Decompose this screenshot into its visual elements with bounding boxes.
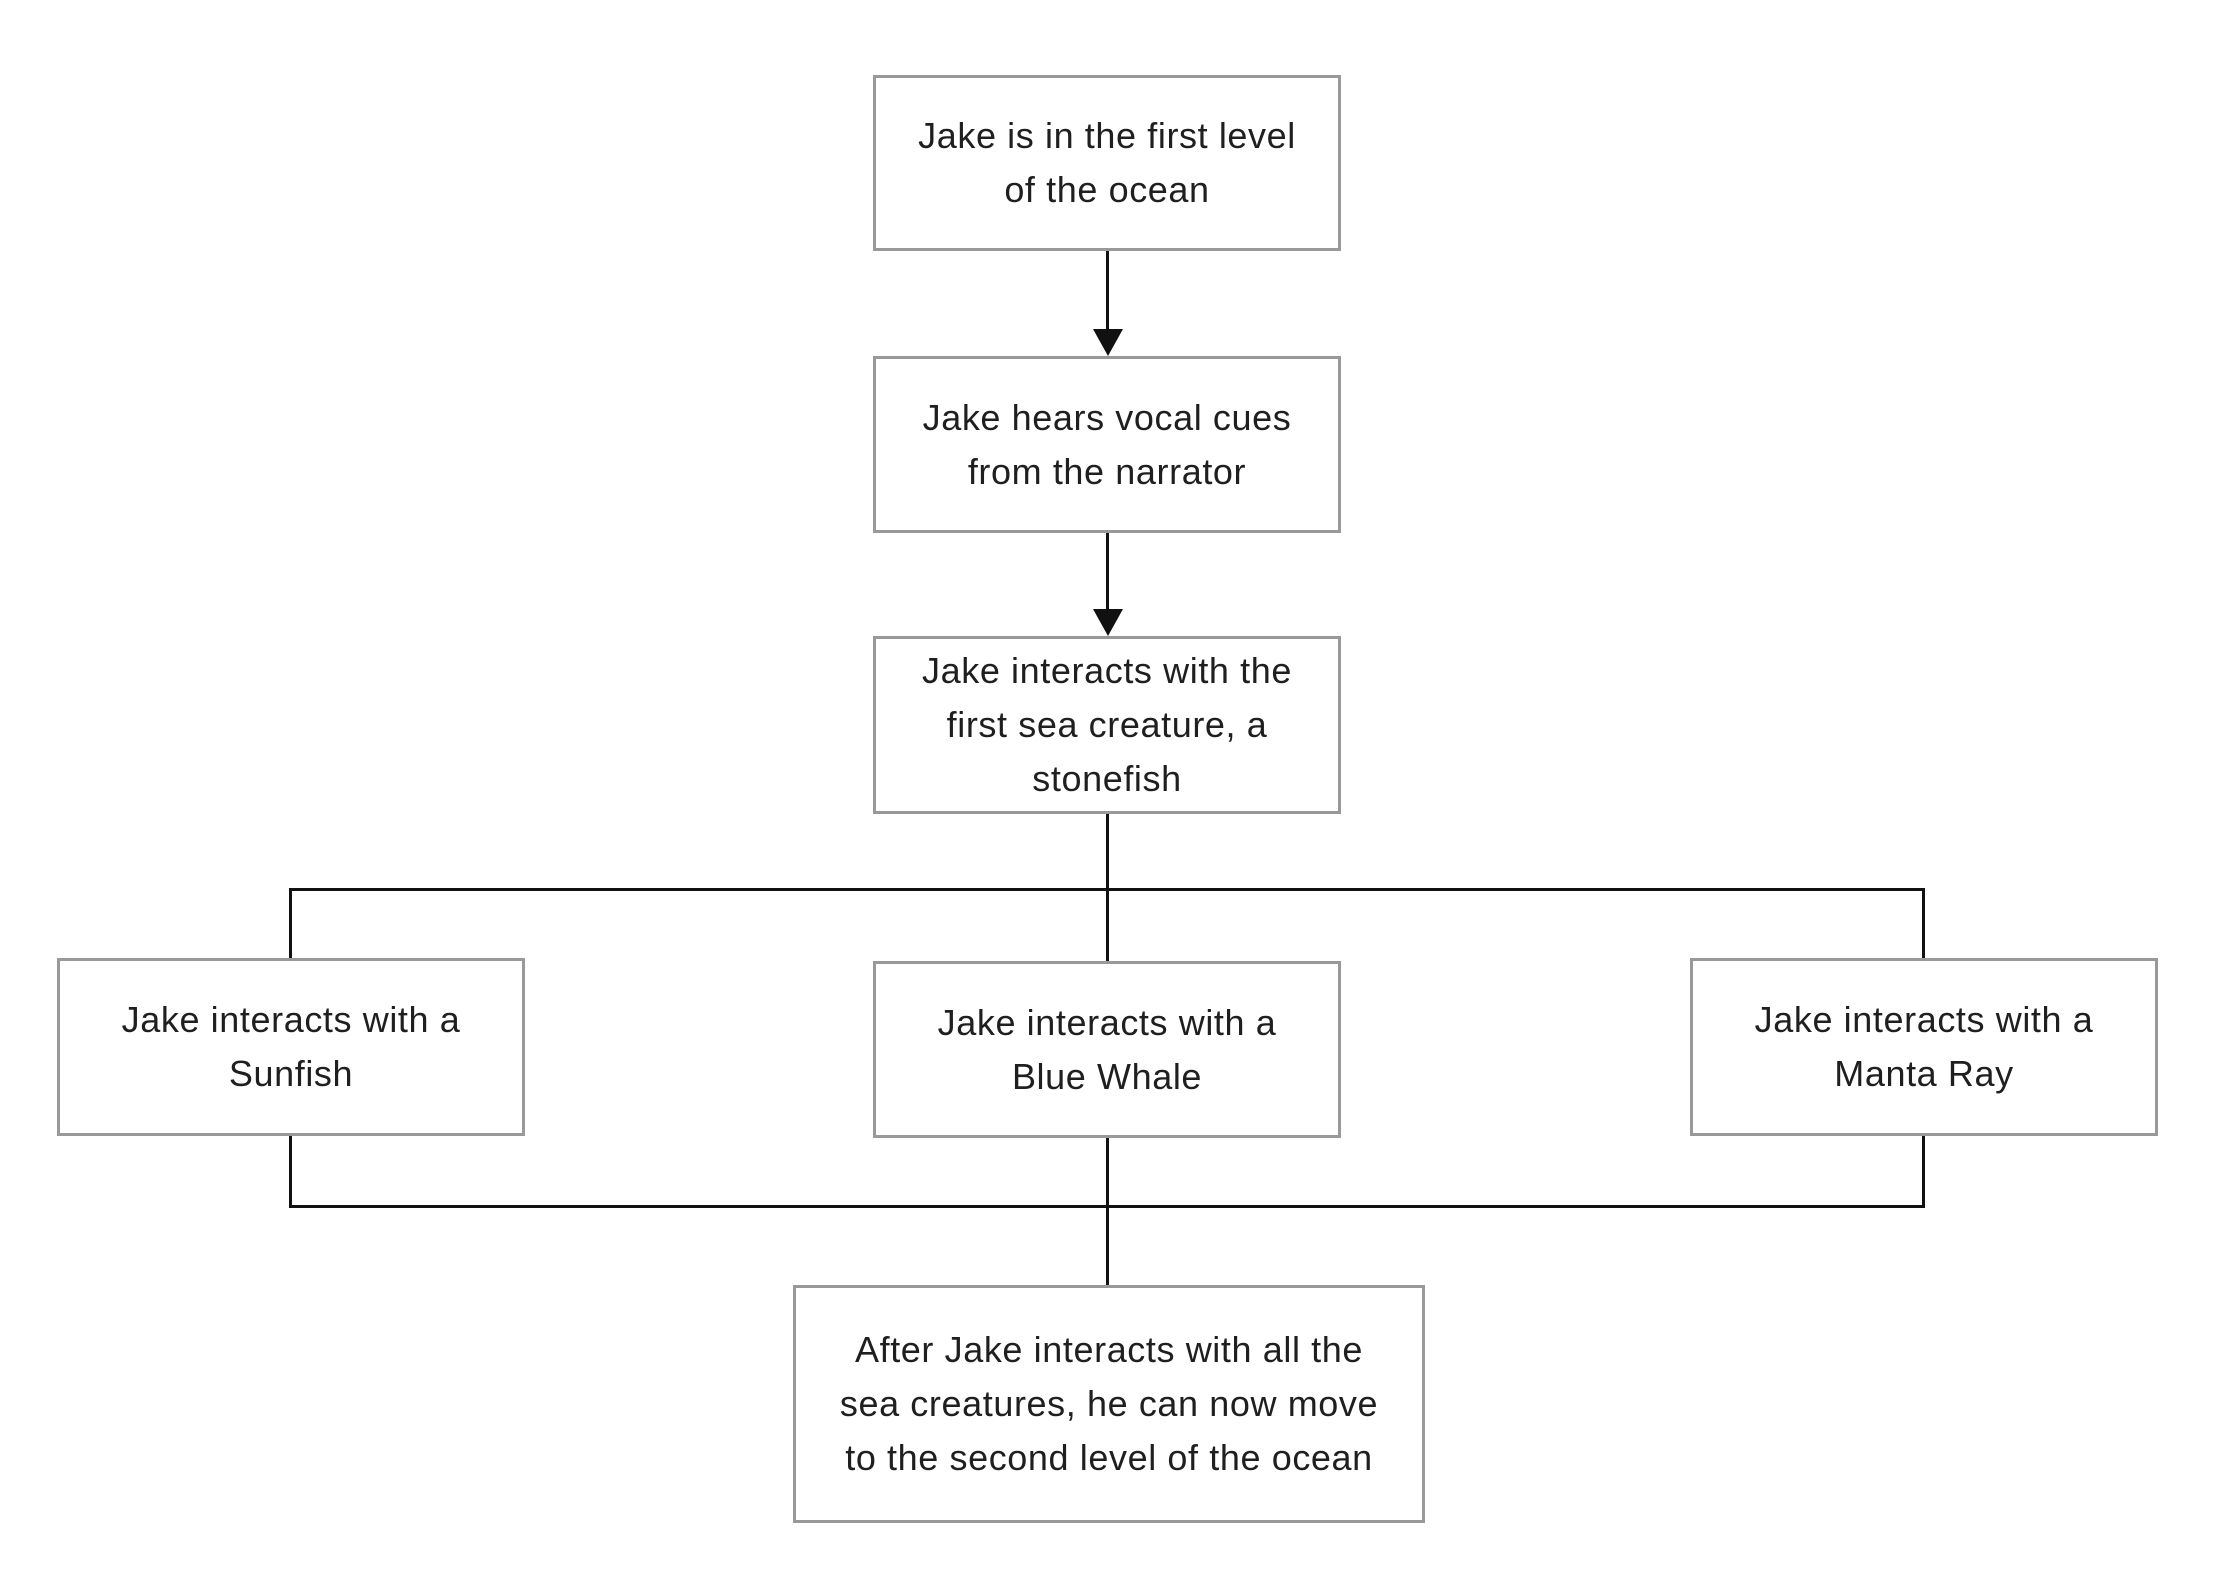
edge-level1-narrator-arrowhead-icon: [1093, 329, 1123, 356]
node-vocal-cues-label: Jake hears vocal cues from the narrator: [922, 396, 1292, 492]
node-blue-whale: Jake interacts with a Blue Whale: [873, 961, 1341, 1138]
edge-level1-narrator-line: [1106, 251, 1109, 333]
node-second-level-label: After Jake interacts with all the sea cr…: [839, 1329, 1379, 1478]
edge-manta-ray-merge-line: [1922, 1134, 1925, 1208]
node-stonefish: Jake interacts with the first sea creatu…: [873, 636, 1341, 814]
node-blue-whale-label: Jake interacts with a Blue Whale: [937, 1001, 1277, 1097]
node-manta-ray-label: Jake interacts with a Manta Ray: [1754, 999, 2094, 1094]
edge-rail-blue-whale-line: [1106, 888, 1109, 963]
node-manta-ray: Jake interacts with a Manta Ray: [1690, 958, 2158, 1136]
edge-blue-whale-merge-line: [1106, 1136, 1109, 1208]
node-vocal-cues: Jake hears vocal cues from the narrator: [873, 356, 1341, 533]
node-first-level: Jake is in the first level of the ocean: [873, 75, 1341, 251]
edge-merge-second-level-line: [1106, 1205, 1109, 1287]
node-sunfish-label: Jake interacts with a Sunfish: [121, 999, 461, 1094]
edge-stonefish-stub-line: [1106, 813, 1109, 891]
edge-rail-manta-ray-line: [1922, 888, 1925, 960]
node-stonefish-label: Jake interacts with the first sea creatu…: [922, 650, 1292, 799]
edge-narrator-stonefish-line: [1106, 533, 1109, 615]
node-second-level: After Jake interacts with all the sea cr…: [793, 1285, 1425, 1523]
node-sunfish: Jake interacts with a Sunfish: [57, 958, 525, 1136]
edge-rail-sunfish-line: [289, 888, 292, 960]
node-first-level-label: Jake is in the first level of the ocean: [918, 115, 1296, 210]
edge-narrator-stonefish-arrowhead-icon: [1093, 609, 1123, 636]
edge-sunfish-merge-line: [289, 1134, 292, 1208]
